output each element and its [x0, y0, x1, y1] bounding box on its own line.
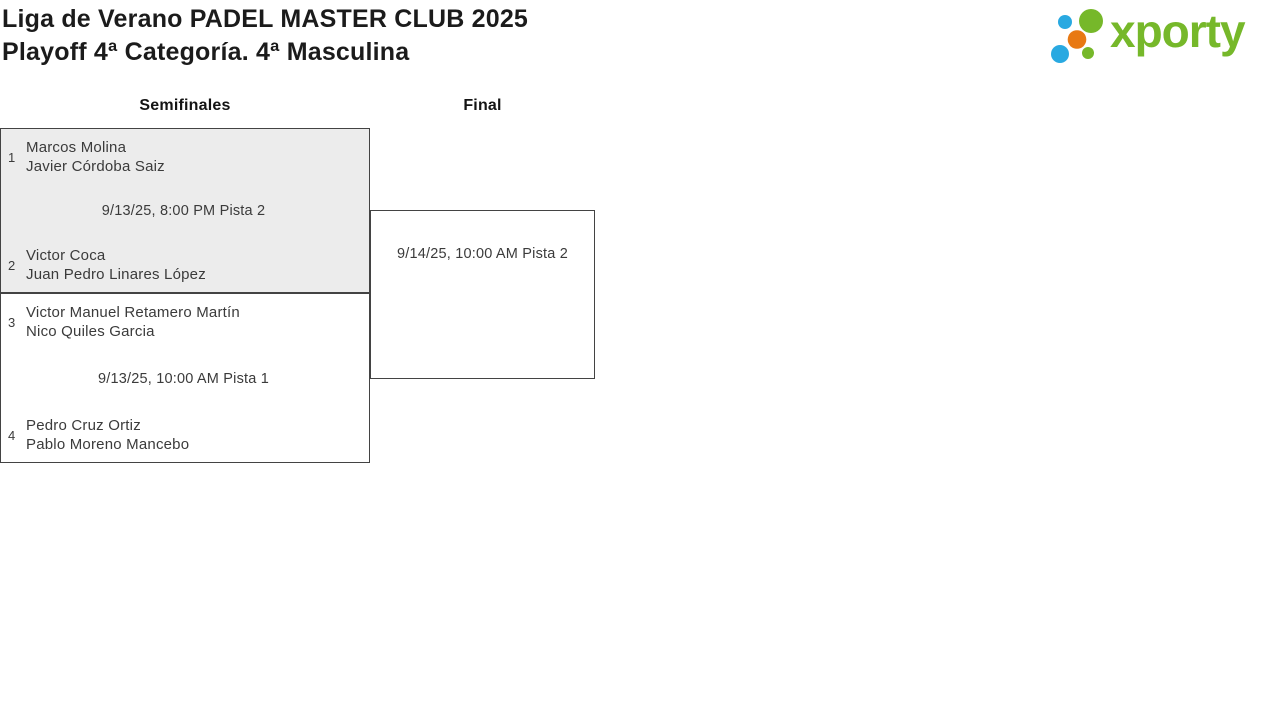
- xporty-dots-icon: [1051, 9, 1103, 63]
- seed-label: 1: [8, 149, 16, 165]
- player-name: Nico Quiles Garcia: [26, 323, 155, 340]
- team-row: 4 Pedro Cruz Ortiz Pablo Moreno Mancebo: [8, 416, 359, 454]
- match-schedule: 9/13/25, 8:00 PM Pista 2: [101, 203, 266, 219]
- seed-label: 2: [8, 257, 16, 273]
- match-card-semifinal-1[interactable]: 1 Marcos Molina Javier Córdoba Saiz 9/13…: [0, 128, 370, 293]
- team-names: Victor Manuel Retamero Martín Nico Quile…: [26, 303, 240, 341]
- team-names: Pedro Cruz Ortiz Pablo Moreno Mancebo: [26, 416, 189, 454]
- final-match-schedule: 9/14/25, 10:00 AM Pista 2: [396, 246, 569, 262]
- team-row: 1 Marcos Molina Javier Córdoba Saiz: [8, 138, 359, 176]
- round-header-semifinales: Semifinales: [139, 97, 231, 114]
- tournament-title-line-2: Playoff 4ª Categoría. 4ª Masculina: [2, 38, 410, 66]
- player-name: Victor Manuel Retamero Martín: [26, 304, 240, 321]
- team-row: 2 Victor Coca Juan Pedro Linares López: [8, 246, 359, 284]
- match-schedule: 9/13/25, 10:00 AM Pista 1: [97, 370, 270, 387]
- seed-label: 4: [8, 427, 16, 443]
- player-name: Pedro Cruz Ortiz: [26, 417, 141, 434]
- xporty-logo-graphic: xporty: [1051, 5, 1247, 63]
- team-row: 3 Victor Manuel Retamero Martín Nico Qui…: [8, 303, 359, 341]
- xporty-wordmark: xporty: [1110, 5, 1246, 57]
- team-names: Victor Coca Juan Pedro Linares López: [26, 246, 206, 284]
- player-name: Marcos Molina: [26, 139, 127, 156]
- player-name: Pablo Moreno Mancebo: [26, 436, 190, 453]
- team-names: Marcos Molina Javier Córdoba Saiz: [26, 138, 165, 176]
- player-name: Juan Pedro Linares López: [26, 266, 206, 283]
- player-name: Javier Córdoba Saiz: [26, 158, 165, 175]
- round-header-final: Final: [463, 97, 502, 114]
- player-name: Victor Coca: [26, 247, 106, 264]
- match-card-semifinal-2[interactable]: 3 Victor Manuel Retamero Martín Nico Qui…: [0, 293, 370, 463]
- xporty-logo[interactable]: xporty: [1046, 3, 1274, 67]
- seed-label: 3: [8, 314, 16, 330]
- match-card-final[interactable]: 9/14/25, 10:00 AM Pista 2: [370, 210, 595, 379]
- tournament-title-line-1: Liga de Verano PADEL MASTER CLUB 2025: [2, 5, 529, 33]
- tournament-title: Liga de Verano PADEL MASTER CLUB 2025 Pl…: [2, 3, 528, 69]
